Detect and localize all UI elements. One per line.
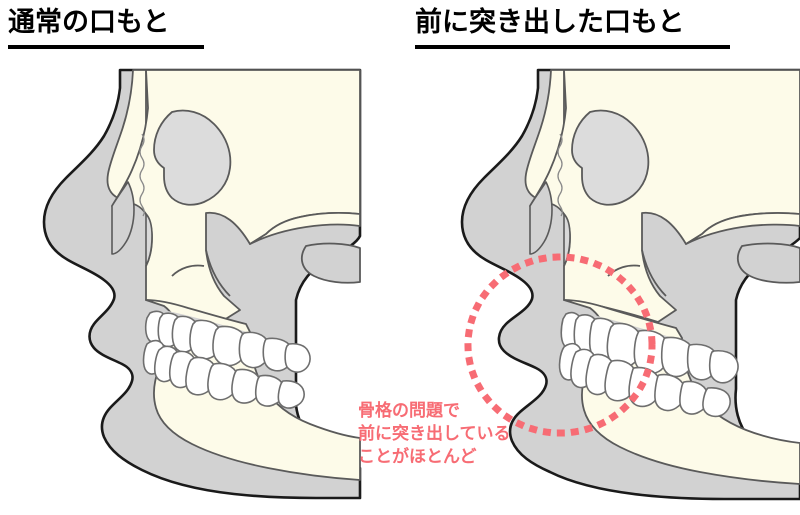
- title-underline-protruded: [415, 45, 730, 49]
- annotation-line-3: ことがほとんど: [358, 447, 477, 467]
- annotation-line-1: 骨格の問題で: [358, 401, 460, 421]
- lower-teeth-row: [142, 339, 305, 409]
- nasal-aperture: [529, 181, 571, 267]
- eye-socket: [571, 109, 650, 206]
- nasal-bone-suture: [557, 133, 563, 217]
- annotation-line-2: 前に突き出している: [358, 424, 511, 444]
- panel-normal: 通常の口もと: [8, 7, 362, 500]
- skull-profile-protruded: [460, 68, 800, 501]
- mouth-protrusion-highlight: [464, 253, 656, 437]
- upper-teeth-row: [560, 310, 739, 384]
- panel-protruded: 前に突き出した口もと: [400, 0, 800, 515]
- ear-canal: [736, 242, 800, 284]
- skull-profile-normal: [42, 68, 362, 500]
- panel-title-protruded: 前に突き出した口もと: [415, 7, 685, 38]
- nasal-aperture: [111, 181, 153, 267]
- nasal-bone-suture: [139, 133, 145, 217]
- title-underline-normal: [8, 45, 204, 49]
- protrusion-annotation: 骨格の問題で 前に突き出している ことがほとんど: [358, 400, 511, 469]
- upper-teeth-row: [144, 308, 311, 373]
- zygomatic-arch: [171, 212, 361, 297]
- eye-socket: [153, 109, 232, 206]
- ear-canal: [300, 242, 361, 284]
- panel-title-normal: 通常の口もと: [8, 7, 170, 38]
